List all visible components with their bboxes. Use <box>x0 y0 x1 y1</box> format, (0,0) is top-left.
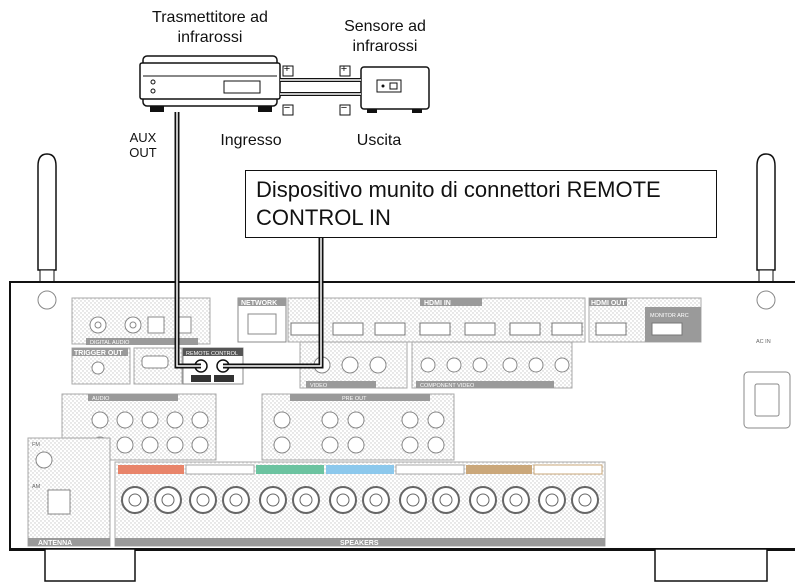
transmitter-label: Trasmettitore ad infrarossi <box>135 8 285 48</box>
speakers-label: SPEAKERS <box>340 540 379 547</box>
video-label: VIDEO <box>310 383 328 389</box>
ir-sensor-device <box>361 67 429 113</box>
remote-control-device-callout: Dispositivo munito di connettori REMOTE … <box>245 170 717 238</box>
sensor-label: Sensore ad infrarossi <box>330 17 440 57</box>
remote-control-label: REMOTE CONTROL <box>186 351 238 357</box>
component-video-label: COMPONENT VIDEO <box>420 383 475 389</box>
plus-sign-right: + <box>339 63 349 75</box>
hdmi-out-label: HDMI OUT <box>591 300 626 307</box>
hdmi-input-ports <box>291 323 582 335</box>
antenna-left <box>38 154 56 290</box>
network-label: NETWORK <box>241 300 277 307</box>
pre-out-label: PRE OUT <box>342 396 367 402</box>
am-label: AM <box>32 484 41 490</box>
aux-out-label: AUX OUT <box>123 130 163 160</box>
fm-label: FM <box>32 442 40 448</box>
trigger-out-label: TRIGGER OUT <box>74 350 123 357</box>
ir-transmitter-device <box>140 56 280 112</box>
audio-label: AUDIO <box>92 396 110 402</box>
plus-sign-left: + <box>282 63 292 75</box>
minus-sign-right: − <box>339 102 349 114</box>
antenna-label: ANTENNA <box>38 540 72 547</box>
antenna-right <box>757 154 775 290</box>
minus-sign-left: − <box>282 102 292 114</box>
ac-in-label: AC IN <box>756 339 771 345</box>
output-label: Uscita <box>344 131 414 151</box>
monitor-arc-label: MONITOR ARC <box>650 313 689 319</box>
input-label: Ingresso <box>211 131 291 151</box>
center-band <box>256 465 324 474</box>
front-left-band <box>118 465 184 474</box>
hdmi-in-label: HDMI IN <box>424 300 451 307</box>
digital-audio-label: DIGITAL AUDIO <box>90 340 130 346</box>
receiver-rear-panel: DIGITAL AUDIO NETWORK HDMI IN HDMI OUT M… <box>10 282 795 581</box>
surround-back-left-band <box>466 465 532 474</box>
surround-left-band <box>326 465 394 474</box>
